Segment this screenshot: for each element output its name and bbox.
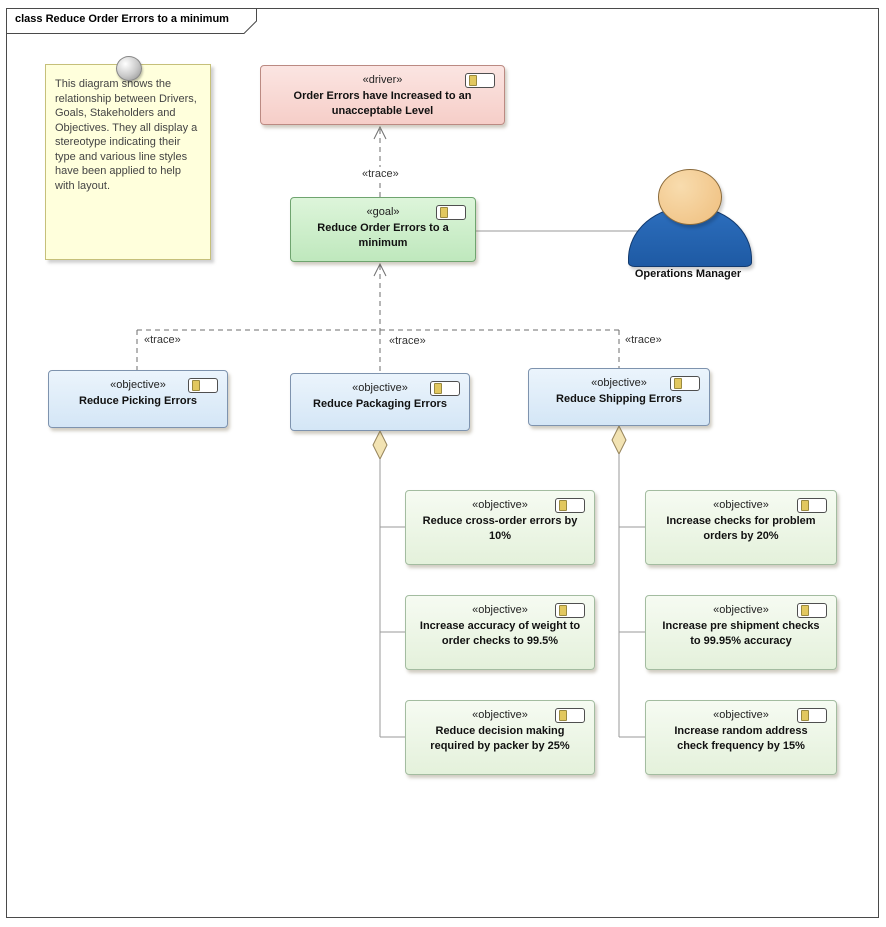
sub-objective-stereotype: «objective» [713, 499, 769, 511]
note-element[interactable]: This diagram shows the relationship betw… [45, 64, 211, 260]
frame-tab-shape [6, 8, 257, 34]
sub-objective-name: Increase checks for problem orders by 20… [666, 515, 816, 542]
note-text: This diagram shows the relationship betw… [55, 78, 198, 192]
element-badge-icon [797, 603, 827, 618]
sub-objective-node[interactable]: «objective» Reduce cross-order errors by… [405, 490, 595, 565]
goal-name: Reduce Order Errors to a minimum [317, 222, 449, 249]
element-badge-icon [555, 498, 585, 513]
element-badge-icon [436, 205, 466, 220]
trace-label: «trace» [359, 167, 402, 181]
objective-picking-node[interactable]: «objective» Reduce Picking Errors [48, 370, 228, 428]
sub-objective-stereotype: «objective» [713, 604, 769, 616]
sub-objective-node[interactable]: «objective» Increase pre shipment checks… [645, 595, 837, 670]
actor-head-icon [658, 169, 722, 225]
sub-objective-name: Increase pre shipment checks to 99.95% a… [662, 620, 820, 647]
sub-objective-name: Increase accuracy of weight to order che… [419, 620, 581, 647]
objective-name: Reduce Packaging Errors [313, 398, 447, 410]
sub-objective-name: Reduce decision making required by packe… [430, 725, 570, 752]
goal-stereotype: «goal» [366, 206, 400, 218]
trace-label: «trace» [141, 333, 184, 347]
element-badge-icon [555, 603, 585, 618]
sub-objective-node[interactable]: «objective» Reduce decision making requi… [405, 700, 595, 775]
note-anchor-sphere-icon [116, 56, 142, 81]
element-badge-icon [430, 381, 460, 396]
sub-objective-stereotype: «objective» [472, 604, 528, 616]
sub-objective-stereotype: «objective» [713, 709, 769, 721]
sub-objective-node[interactable]: «objective» Increase checks for problem … [645, 490, 837, 565]
driver-name: Order Errors have Increased to an unacce… [293, 90, 472, 117]
sub-objective-name: Increase random address check frequency … [674, 725, 808, 752]
sub-objective-stereotype: «objective» [472, 499, 528, 511]
element-badge-icon [555, 708, 585, 723]
actor-label: Operations Manager [634, 268, 742, 280]
element-badge-icon [797, 708, 827, 723]
element-badge-icon [670, 376, 700, 391]
objective-shipping-node[interactable]: «objective» Reduce Shipping Errors [528, 368, 710, 426]
driver-node[interactable]: «driver» Order Errors have Increased to … [260, 65, 505, 125]
objective-name: Reduce Picking Errors [79, 395, 197, 407]
trace-label: «trace» [622, 333, 665, 347]
objective-stereotype: «objective» [110, 379, 166, 391]
driver-stereotype: «driver» [362, 74, 403, 86]
trace-label: «trace» [386, 334, 429, 348]
diagram-frame [6, 8, 879, 918]
sub-objective-stereotype: «objective» [472, 709, 528, 721]
sub-objective-node[interactable]: «objective» Increase accuracy of weight … [405, 595, 595, 670]
element-badge-icon [188, 378, 218, 393]
diagram-frame-tab: class Reduce Order Errors to a minimum [6, 8, 258, 34]
objective-packaging-node[interactable]: «objective» Reduce Packaging Errors [290, 373, 470, 431]
goal-node[interactable]: «goal» Reduce Order Errors to a minimum [290, 197, 476, 262]
objective-stereotype: «objective» [352, 382, 408, 394]
objective-stereotype: «objective» [591, 377, 647, 389]
sub-objective-name: Reduce cross-order errors by 10% [422, 515, 578, 542]
element-badge-icon [797, 498, 827, 513]
diagram-title: class Reduce Order Errors to a minimum [15, 13, 229, 25]
objective-name: Reduce Shipping Errors [556, 393, 682, 405]
sub-objective-node[interactable]: «objective» Increase random address chec… [645, 700, 837, 775]
element-badge-icon [465, 73, 495, 88]
